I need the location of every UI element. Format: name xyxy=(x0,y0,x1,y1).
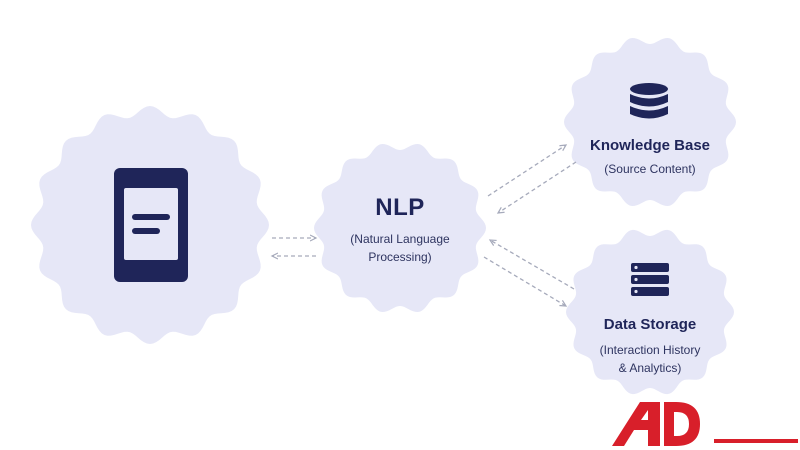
server-rack-icon xyxy=(631,263,669,296)
arrow-knowledge-base-to-nlp xyxy=(498,161,577,213)
data-storage-subtitle-line1: (Interaction History xyxy=(599,343,701,357)
nlp-title: NLP xyxy=(375,194,425,221)
nlp-subtitle: (Natural Language Processing) xyxy=(320,230,480,266)
nlp-subtitle-line1: (Natural Language xyxy=(350,232,450,246)
knowledge-base-title: Knowledge Base xyxy=(589,137,711,154)
smartphone-icon xyxy=(114,168,188,282)
knowledge-base-subtitle: (Source Content) xyxy=(604,162,696,176)
brand-logo xyxy=(612,402,798,446)
nlp-blob xyxy=(314,143,486,313)
data-storage-blob xyxy=(566,229,734,395)
arrow-data-storage-to-nlp xyxy=(490,240,575,290)
data-storage-subtitle-line2: & Analytics) xyxy=(618,361,682,375)
arrow-nlp-to-knowledge-base xyxy=(487,145,566,197)
arrow-nlp-to-data-storage xyxy=(483,256,566,306)
data-storage-subtitle: (Interaction History & Analytics) xyxy=(565,341,735,377)
nlp-subtitle-line2: Processing) xyxy=(368,250,432,264)
knowledge-base-blob xyxy=(564,37,736,207)
data-storage-title: Data Storage xyxy=(603,316,697,333)
database-icon xyxy=(630,83,668,119)
